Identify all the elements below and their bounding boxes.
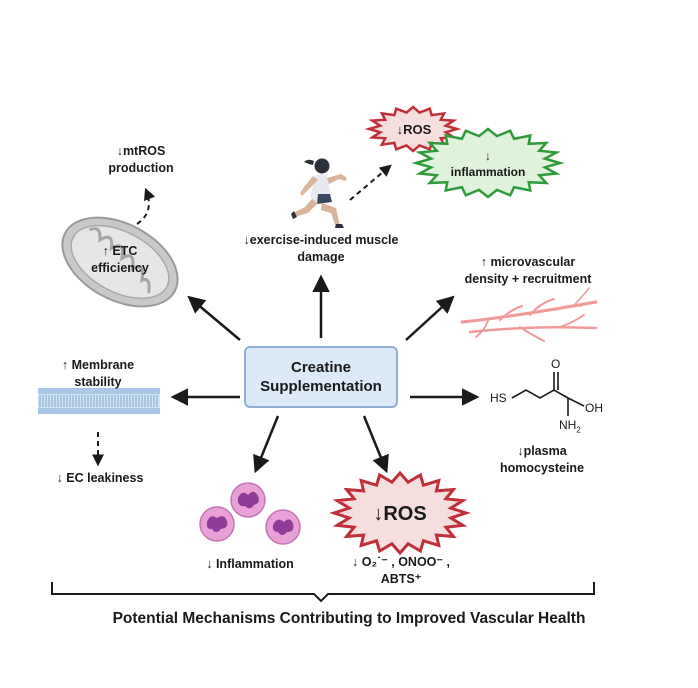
ros-species-label: ↓ O₂˙⁻ , ONOO⁻ , ABTS⁺ <box>352 555 450 586</box>
blood-vessels-icon <box>460 287 598 342</box>
footer-title: Potential Mechanisms Contributing to Imp… <box>112 610 586 627</box>
ros-main-text: ↓ROS <box>373 503 427 525</box>
formula-nh2: NH2 <box>559 418 581 435</box>
arrow-to-mitochondria <box>187 295 241 341</box>
arrow-to-microvascular <box>405 295 455 341</box>
immune-cells-icon <box>199 482 301 545</box>
membrane-bilayer-icon <box>38 388 160 414</box>
inflammation-burst-text: ↓ inflammation <box>450 149 526 179</box>
inflammation-label: ↓ Inflammation <box>206 557 294 571</box>
ec-leakiness-label: ↓ EC leakiness <box>56 471 144 485</box>
etc-efficiency-label: ↑ ETC efficiency <box>91 244 149 275</box>
ros-small-text: ↓ROS <box>396 122 432 137</box>
immune-cell <box>199 506 235 542</box>
mtros-label: ↓mtROS production <box>108 144 174 175</box>
homocysteine-structure <box>511 372 585 416</box>
arrow-to-inflammation <box>253 415 280 474</box>
formula-oh: OH <box>585 401 603 415</box>
membrane-stability-label: ↑ Membrane stability <box>61 358 135 389</box>
dashed-arrows <box>92 164 392 467</box>
homocysteine-label: ↓plasma homocysteine <box>499 444 585 475</box>
dashed-arrow-mito-to-mtros <box>136 187 156 225</box>
formula-hs: HS <box>490 391 507 405</box>
immune-cell <box>230 482 266 518</box>
main-arrows <box>170 274 480 474</box>
footer-bracket <box>51 582 595 603</box>
formula-o: O <box>551 357 561 371</box>
mitochondrion-icon <box>61 216 179 308</box>
arrow-to-ros <box>362 415 389 474</box>
inflammation-burst <box>411 127 565 199</box>
immune-cell <box>265 509 301 545</box>
runner-icon <box>291 158 347 228</box>
ros-small-burst <box>364 105 462 153</box>
exercise-damage-label: ↓exercise-induced muscle damage <box>243 233 399 264</box>
creatine-supplementation-box: Creatine Supplementation <box>244 346 398 408</box>
microvascular-label: ↑ microvascular density + recruitment <box>464 255 592 286</box>
ros-main-burst <box>329 470 471 556</box>
dashed-arrow-runner-to-ros <box>349 164 392 201</box>
